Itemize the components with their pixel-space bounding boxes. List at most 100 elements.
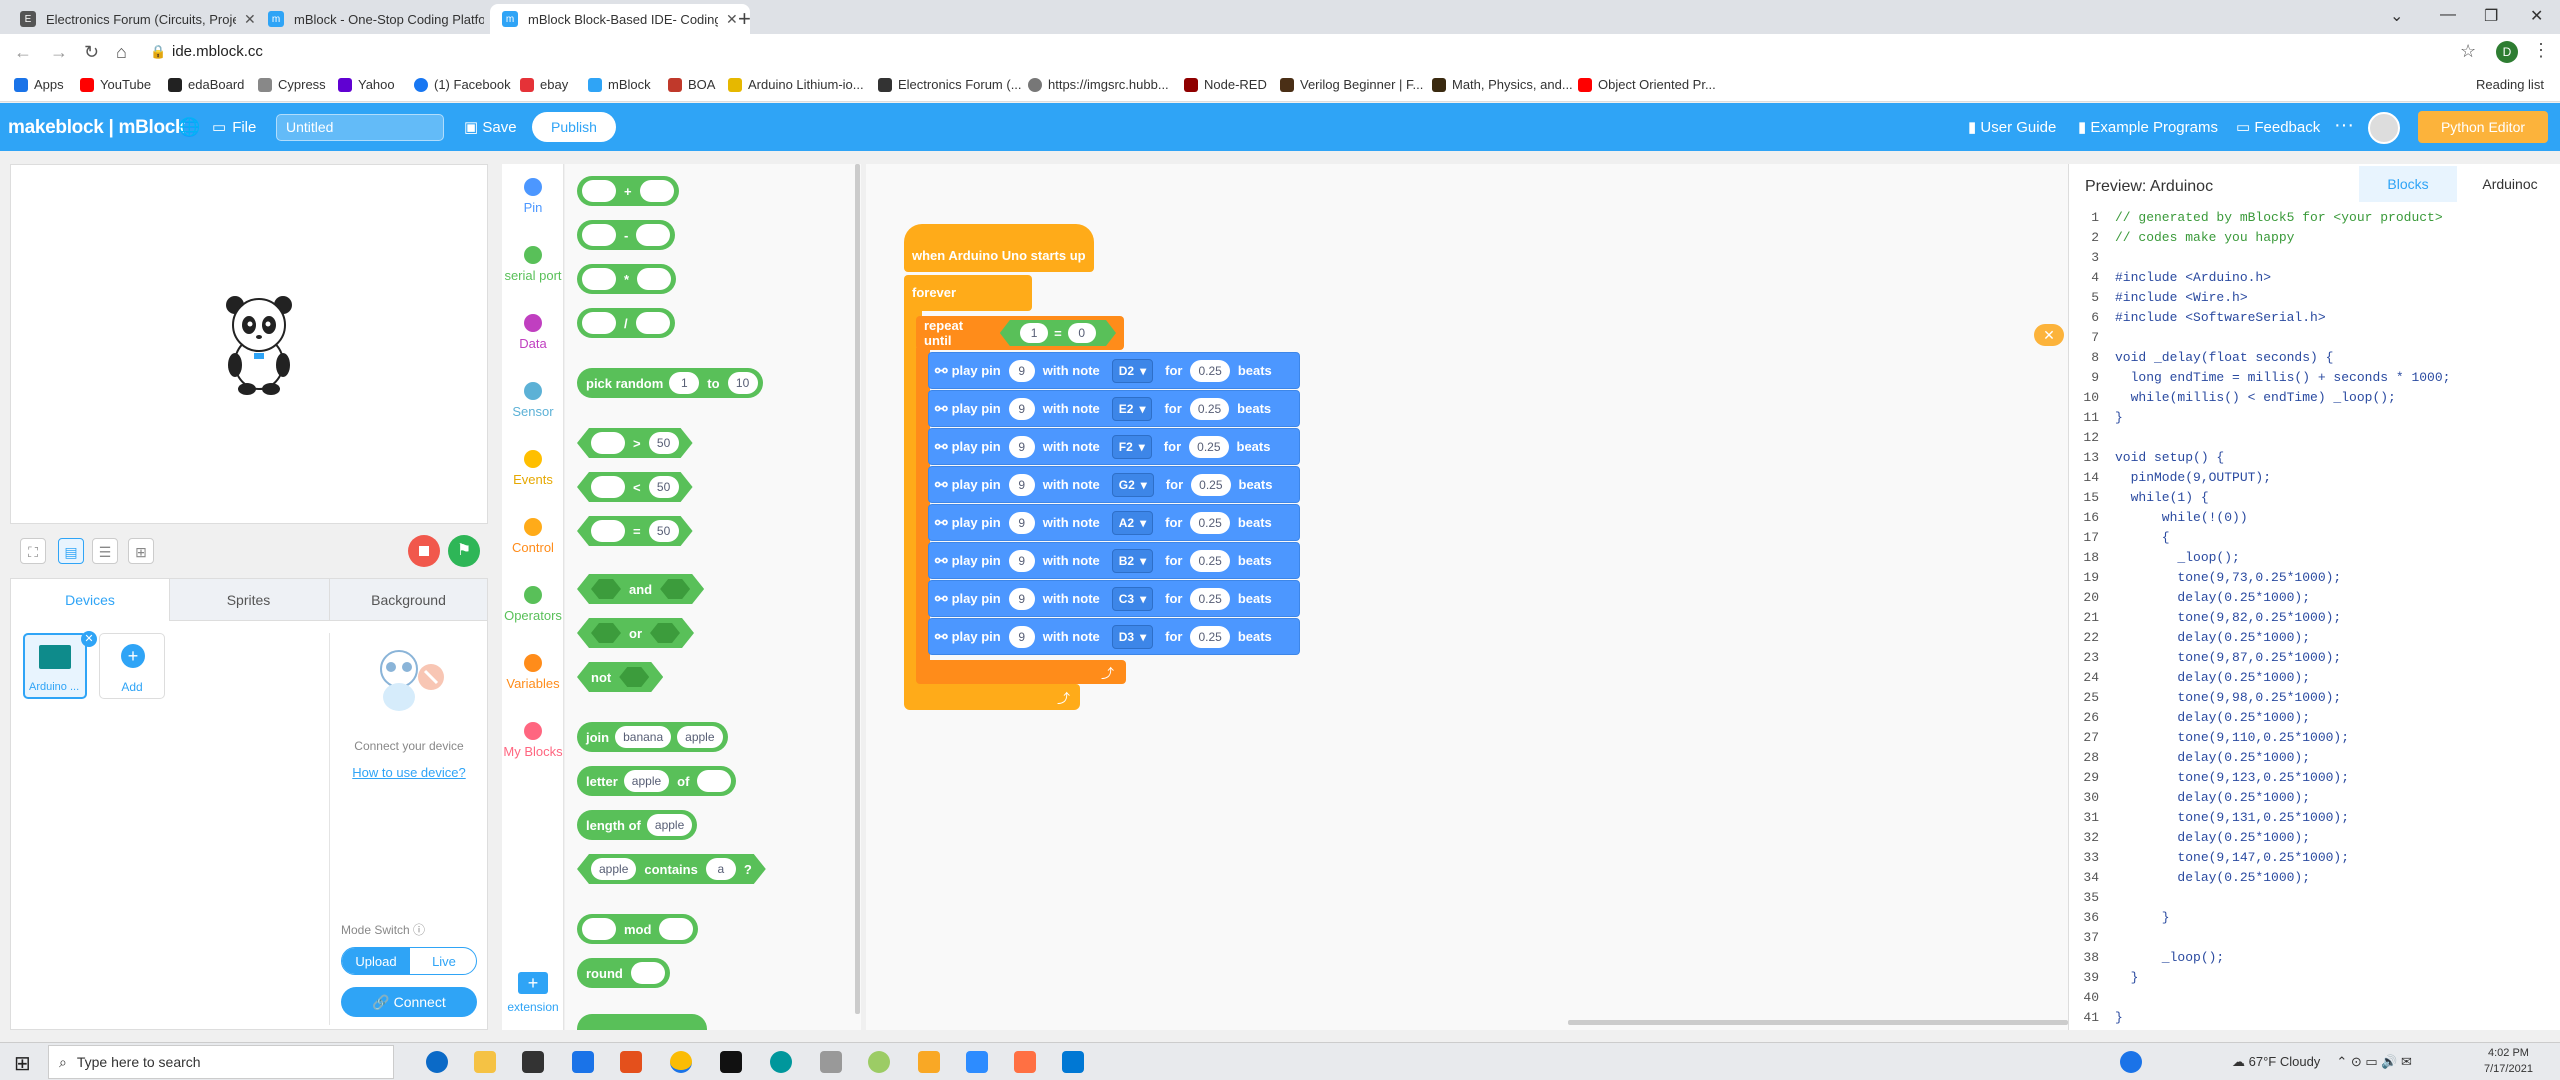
block-equals[interactable]: =50 bbox=[577, 516, 693, 546]
avatar[interactable] bbox=[2368, 112, 2400, 144]
block-divide[interactable]: / bbox=[577, 308, 675, 338]
note-dropdown[interactable]: G2▾ bbox=[1111, 472, 1154, 497]
slot[interactable] bbox=[582, 268, 616, 290]
beats-slot[interactable]: 0.25 bbox=[1190, 587, 1230, 610]
note-dropdown[interactable]: C3▾ bbox=[1111, 586, 1154, 611]
fullscreen-icon[interactable]: ⛶ bbox=[20, 538, 46, 564]
reload-icon[interactable]: ↻ bbox=[84, 42, 100, 62]
beats-slot[interactable]: 0.25 bbox=[1190, 625, 1230, 648]
slot[interactable]: 50 bbox=[649, 432, 679, 454]
note-dropdown[interactable]: B2▾ bbox=[1111, 548, 1154, 573]
feedback-link[interactable]: ▭ Feedback bbox=[2236, 119, 2321, 136]
publish-button[interactable]: Publish bbox=[532, 112, 616, 142]
beats-slot[interactable]: 0.25 bbox=[1190, 511, 1230, 534]
tab-devices[interactable]: Devices bbox=[11, 579, 169, 621]
bookmark-item[interactable]: Cypress bbox=[258, 77, 326, 92]
pin-slot[interactable]: 9 bbox=[1008, 435, 1035, 458]
category-my-blocks[interactable]: My Blocks bbox=[502, 722, 564, 759]
bookmark-item[interactable]: Verilog Beginner | F... bbox=[1280, 77, 1423, 92]
code-view[interactable]: 1// generated by mBlock5 for <your produ… bbox=[2069, 208, 2560, 1028]
close-window-icon[interactable]: ✕ bbox=[2530, 8, 2544, 25]
example-programs-link[interactable]: ▮ Example Programs bbox=[2078, 119, 2218, 136]
browser-tab-active[interactable]: m mBlock Block-Based IDE- Coding ✕ bbox=[490, 4, 750, 34]
bookmark-item[interactable]: Apps bbox=[14, 77, 64, 92]
bookmark-item[interactable]: https://imgsrc.hubb... bbox=[1028, 77, 1169, 92]
tab-background[interactable]: Background bbox=[329, 579, 487, 621]
office-icon[interactable] bbox=[620, 1051, 642, 1073]
close-preview-icon[interactable]: ✕ bbox=[2034, 324, 2064, 346]
category-sensor[interactable]: Sensor bbox=[502, 382, 564, 419]
beats-slot[interactable]: 0.25 bbox=[1190, 359, 1230, 382]
more-icon[interactable]: ··· bbox=[2334, 114, 2354, 136]
slot[interactable]: banana bbox=[615, 726, 672, 748]
bookmark-item[interactable]: Object Oriented Pr... bbox=[1578, 77, 1716, 92]
grid-view-icon[interactable]: ⊞ bbox=[128, 538, 154, 564]
panda-sprite[interactable] bbox=[221, 291, 297, 395]
boolean-slot[interactable] bbox=[591, 623, 621, 643]
new-tab-button[interactable]: + bbox=[738, 6, 751, 31]
slot[interactable]: apple bbox=[646, 814, 693, 836]
slot[interactable] bbox=[630, 962, 665, 984]
category-operators[interactable]: Operators bbox=[502, 586, 564, 623]
category-control[interactable]: Control bbox=[502, 518, 564, 555]
tab-sprites[interactable]: Sprites bbox=[169, 579, 327, 621]
block-less-than[interactable]: <50 bbox=[577, 472, 693, 502]
slot[interactable] bbox=[582, 180, 616, 202]
slot[interactable]: 50 bbox=[649, 520, 679, 542]
equals-condition[interactable]: 1 = 0 bbox=[1000, 320, 1116, 346]
how-to-use-device-link[interactable]: How to use device? bbox=[352, 765, 466, 780]
paint-icon[interactable] bbox=[868, 1051, 890, 1073]
media-icon[interactable] bbox=[1014, 1051, 1036, 1073]
pin-slot[interactable]: 9 bbox=[1008, 549, 1035, 572]
save-button[interactable]: ▣ Save bbox=[464, 119, 517, 136]
tab-blocks[interactable]: Blocks bbox=[2359, 166, 2457, 202]
slot[interactable] bbox=[591, 520, 625, 542]
bookmark-item[interactable]: Math, Physics, and... bbox=[1432, 77, 1573, 92]
slot[interactable]: apple bbox=[591, 858, 636, 880]
help-icon[interactable] bbox=[2120, 1051, 2142, 1073]
beats-slot[interactable]: 0.25 bbox=[1189, 397, 1230, 420]
device-card-arduino[interactable]: Arduino ... ✕ bbox=[23, 631, 97, 699]
beats-slot[interactable]: 0.25 bbox=[1191, 473, 1231, 496]
close-icon[interactable]: ✕ bbox=[726, 10, 738, 27]
category-events[interactable]: Events bbox=[502, 450, 564, 487]
when-arduino-starts-block[interactable]: when Arduino Uno starts up bbox=[904, 224, 1094, 272]
remove-device-icon[interactable]: ✕ bbox=[81, 631, 97, 647]
pin-slot[interactable]: 9 bbox=[1008, 511, 1035, 534]
bookmark-item[interactable]: Arduino Lithium-io... bbox=[728, 77, 864, 92]
clock-time[interactable]: 4:02 PM bbox=[2488, 1047, 2529, 1059]
python-editor-button[interactable]: Python Editor bbox=[2418, 111, 2548, 143]
slot[interactable] bbox=[659, 918, 694, 940]
file-menu[interactable]: ▭File bbox=[212, 118, 257, 137]
vs-icon[interactable] bbox=[1062, 1051, 1084, 1073]
green-flag-button[interactable]: ⚑ bbox=[448, 535, 480, 567]
slot[interactable]: 1 bbox=[1020, 323, 1048, 343]
edge-icon[interactable] bbox=[426, 1051, 448, 1073]
boolean-slot[interactable] bbox=[650, 623, 680, 643]
slot[interactable] bbox=[591, 476, 625, 498]
language-globe-icon[interactable]: 🌐 bbox=[178, 117, 201, 137]
calculator-icon[interactable] bbox=[820, 1051, 842, 1073]
profile-avatar[interactable]: D bbox=[2496, 41, 2518, 63]
close-icon[interactable]: ✕ bbox=[244, 10, 256, 27]
arduino-ide-icon[interactable] bbox=[770, 1051, 792, 1073]
browser-tab[interactable]: E Electronics Forum (Circuits, Proje ✕ bbox=[8, 4, 268, 34]
mode-upload-button[interactable]: Upload bbox=[342, 948, 410, 974]
block-multiply[interactable]: * bbox=[577, 264, 677, 294]
slot[interactable] bbox=[635, 312, 670, 334]
user-guide-link[interactable]: ▮ User Guide bbox=[1968, 119, 2057, 136]
browser-menu-icon[interactable]: ⋮ bbox=[2532, 40, 2550, 60]
stage[interactable] bbox=[10, 164, 488, 524]
note-dropdown[interactable]: A2▾ bbox=[1111, 510, 1154, 535]
notes-icon[interactable] bbox=[918, 1051, 940, 1073]
slot[interactable] bbox=[591, 432, 625, 454]
slot[interactable]: 10 bbox=[727, 372, 758, 394]
tab-search-icon[interactable]: ⌄ bbox=[2390, 8, 2404, 25]
